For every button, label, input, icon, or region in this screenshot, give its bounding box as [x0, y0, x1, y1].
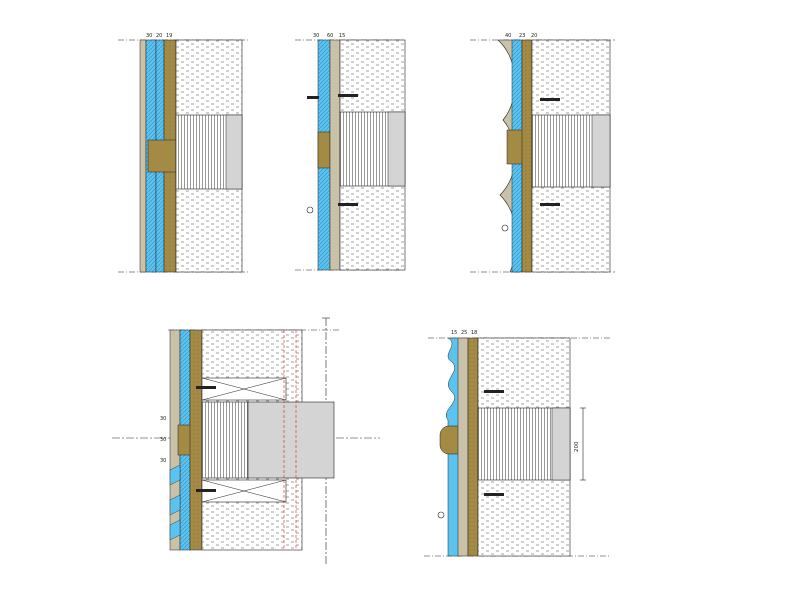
dim-label: 40 — [505, 33, 511, 39]
dim-label: 20 — [531, 33, 537, 39]
detail-1: 30 20 19 — [118, 33, 250, 273]
dim-label: 15 — [339, 33, 345, 39]
dim-label: 30 — [313, 33, 319, 39]
dim-label: 19 — [166, 33, 172, 39]
dim-label: 23 — [519, 33, 525, 39]
detail-2: 30 60 15 — [295, 33, 406, 271]
detail-4: 30 30 30 — [112, 317, 380, 565]
detail-5: 200 15 25 18 — [424, 330, 610, 557]
dim-label: 25 — [461, 330, 467, 336]
dim-label: 30 — [160, 437, 166, 443]
detail-3: 40 23 20 — [470, 33, 615, 273]
height-dim-label: 200 — [574, 441, 580, 452]
dim-label: 20 — [156, 33, 162, 39]
dim-label: 30 — [146, 33, 152, 39]
dim-label: 15 — [451, 330, 457, 336]
dim-label: 30 — [160, 416, 166, 422]
dim-label: 30 — [160, 458, 166, 464]
dim-label: 18 — [471, 330, 477, 336]
dim-label: 60 — [327, 33, 333, 39]
